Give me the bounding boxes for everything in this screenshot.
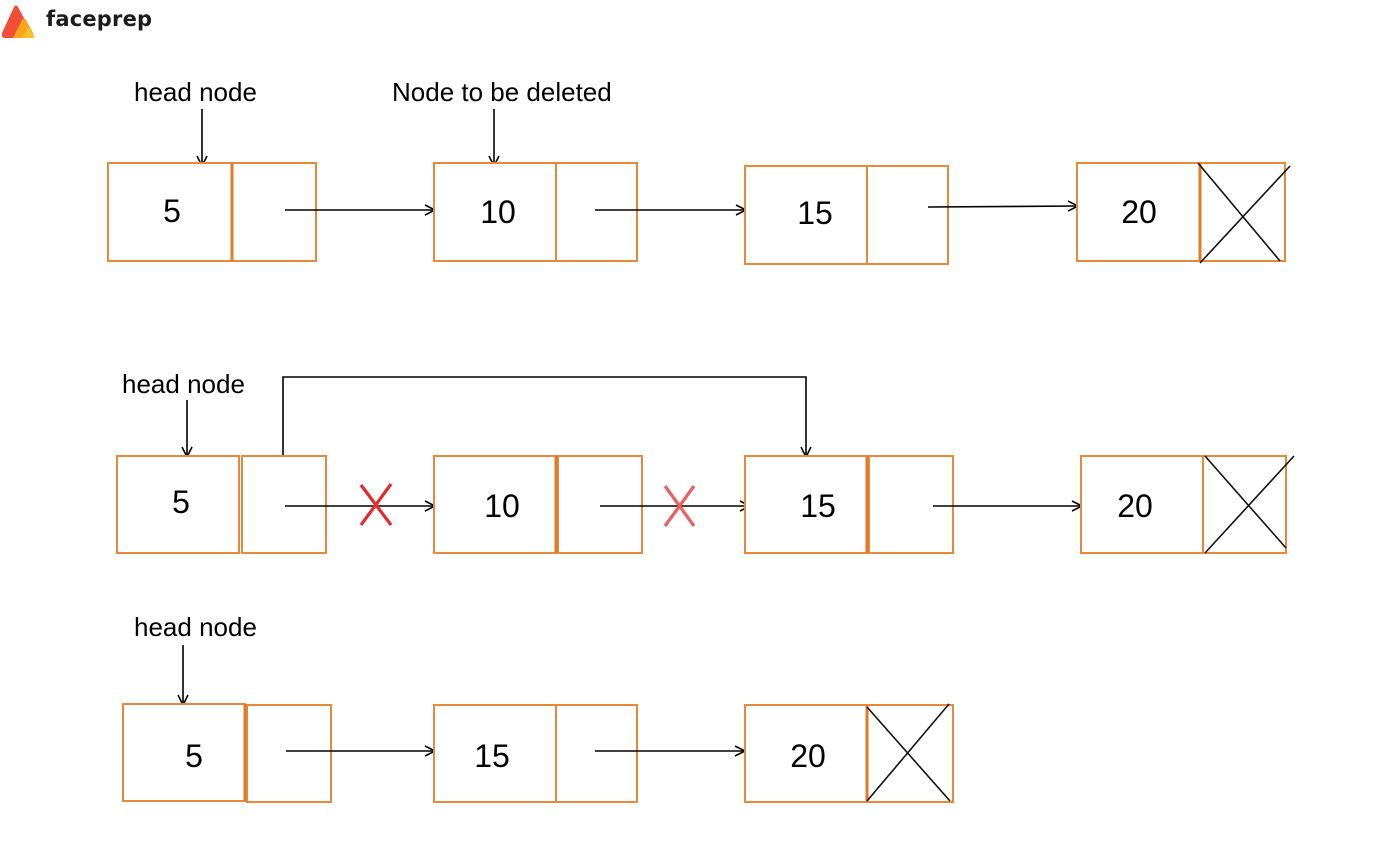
null-pointer-cross-icon: [1197, 162, 1291, 264]
node-data-cell: [433, 455, 557, 554]
node-next-cell: [866, 704, 954, 803]
node-value: 5: [185, 738, 203, 774]
node-value: 15: [800, 488, 836, 524]
node-data-cell: [116, 455, 240, 554]
node-data-cell: [1076, 162, 1201, 262]
node-data-cell: [744, 704, 868, 803]
logo-shape-yellow: [22, 27, 35, 38]
node-next-cell: [557, 455, 643, 554]
node-value: 15: [474, 738, 510, 774]
node-value: 20: [1121, 194, 1157, 230]
node-value: 20: [790, 738, 826, 774]
node-value: 5: [163, 193, 181, 229]
stage-3-result-list: head node 5 15 20: [122, 612, 954, 803]
next-arrow: [927, 206, 1078, 207]
node-5-stage2: 5: [116, 455, 327, 554]
bypass-link-arrow: [282, 376, 806, 462]
delete-target-label: Node to be deleted: [392, 77, 612, 107]
node-next-cell: [1199, 162, 1286, 262]
faceprep-logo: faceprep: [0, 0, 152, 44]
node-15-stage1: 15: [744, 165, 949, 265]
null-pointer-cross-icon: [866, 703, 951, 802]
node-data-cell: [744, 455, 868, 554]
delete-mark-icon: [663, 485, 696, 527]
node-15-stage3: 15: [433, 704, 638, 803]
node-15-stage2: 15: [744, 455, 954, 554]
brand-name: faceprep: [46, 7, 153, 31]
node-5-stage3: 5: [122, 703, 332, 803]
head-node-label-2: head node: [122, 369, 245, 399]
node-next-cell: [241, 455, 327, 554]
node-10-stage2: 10: [433, 455, 643, 554]
node-value: 15: [797, 195, 833, 231]
stage-1-original-list: head node Node to be deleted 5 10 15: [107, 77, 1291, 265]
node-data-cell: [433, 704, 557, 803]
node-value: 5: [172, 484, 190, 520]
head-node-label-3: head node: [134, 612, 257, 642]
node-value: 20: [1117, 488, 1153, 524]
node-data-cell: [122, 703, 246, 802]
node-value: 10: [484, 488, 520, 524]
node-10-stage1: 10: [433, 162, 638, 262]
faceprep-logo-icon: [1, 5, 35, 38]
null-pointer-cross-icon: [1204, 455, 1295, 554]
node-data-cell: [107, 162, 233, 262]
node-next-cell: [1202, 455, 1287, 554]
node-data-cell: [744, 165, 868, 265]
node-next-cell: [555, 704, 638, 803]
node-20-stage1: 20: [1076, 162, 1291, 264]
delete-mark-icon: [359, 483, 393, 526]
stage-2-relinking: head node 5 10: [116, 369, 1295, 554]
node-next-cell: [246, 704, 332, 803]
node-next-cell: [555, 162, 638, 262]
node-next-cell: [231, 162, 317, 262]
node-20-stage2: 20: [1080, 455, 1295, 554]
node-value: 10: [480, 194, 516, 230]
node-next-cell: [868, 455, 954, 554]
node-next-cell: [866, 165, 949, 265]
node-data-cell: [1080, 455, 1204, 554]
head-node-label-1: head node: [134, 77, 257, 107]
node-5-stage1: 5: [107, 162, 317, 262]
node-20-stage3: 20: [744, 703, 954, 803]
